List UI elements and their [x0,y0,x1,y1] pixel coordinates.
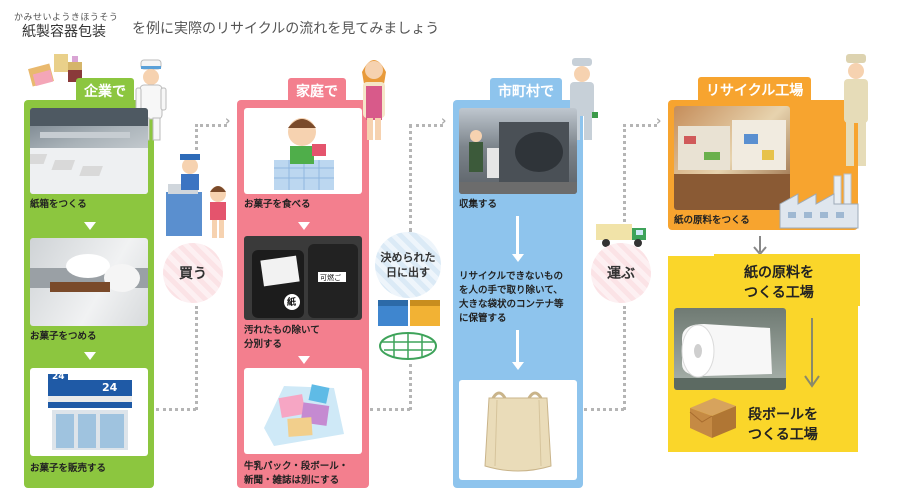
down-arrow [298,356,310,364]
company-step-1: 紙箱をつくる [30,199,87,210]
store-sign-number: 24 [52,372,65,382]
connector-dots [623,124,657,127]
paper-bales-photo [674,106,790,210]
dispose-label-line1: 決められた [380,251,436,264]
down-arrow-gray [802,318,822,390]
connector-dots [623,124,626,222]
paper-factory-title-line1: 紙の原料を [744,265,814,281]
dispose-label-line2: 日に出す [386,266,430,279]
connector-dots [195,124,198,150]
buy-label: 買う [179,266,207,282]
store-sign-number-main: 24 [102,381,118,394]
shopping-scene-icon [166,150,236,242]
down-arrow [298,222,310,230]
sweets-box-icon [28,50,88,90]
city-note-2: を人の手で取り除いて、 [459,285,563,296]
connector-dots [409,124,412,232]
paper-bin-mark: 紙 [287,298,297,308]
convenience-store-icon: 24 24 [30,368,148,456]
paper-factory-title-panel [714,254,860,306]
chevron-right-icon: › [225,114,231,129]
company-label: 企業で [76,78,134,104]
connector-dots [409,364,412,410]
packing-photo [30,238,148,326]
home-step-3b: 新聞・雑誌は別にする [244,475,340,486]
dispose-circle: 決められた 日に出す [375,232,441,298]
connector-dots [195,124,227,127]
home-step-2b: 分別する [244,339,283,350]
burnable-bin-label: 可燃ご [320,274,341,282]
page-title: を例に実際のリサイクルの流れを見てみましょう [132,21,440,37]
page-title-keyword: 紙製容器包装 [22,24,106,40]
cardboard-factory-line2: つくる工場 [748,427,818,443]
home-step-1: お菓子を食べる [244,199,311,210]
down-arrow [84,352,96,360]
home-step-3a: 牛乳パック・段ボール・ [244,461,349,472]
city-label: 市町村で [490,78,562,104]
down-arrow [84,222,96,230]
recycle-factory-label: リサイクル工場 [698,77,812,103]
cardboard-factory-line1: 段ボールを [748,407,818,423]
title-ruby: かみせいようきほうそう [14,13,119,23]
down-arrow-gray [752,236,768,256]
home-label: 家庭で [288,78,346,104]
chevron-right-icon: › [656,114,662,129]
paper-roll-photo [674,308,786,390]
down-arrow [512,362,524,370]
trash-bins-photo: 紙 可燃ご [244,236,362,320]
cardboard-box-icon [686,392,740,440]
truck-icon [596,222,650,248]
paper-factory-title-line2: つくる工場 [744,285,814,301]
connector-dots [623,306,626,410]
connector-dots [156,408,196,411]
connector-dots [195,306,198,410]
homemaker-icon [354,50,394,144]
carry-label: 運ぶ [607,266,635,282]
carry-circle: 運ぶ [591,243,651,303]
connector-dots [584,408,624,411]
flow-line [516,216,519,256]
city-note-3: 大きな袋状のコンテナ等 [459,299,564,310]
factory-worker-icon [132,58,170,144]
city-step-1: 収集する [459,199,498,210]
company-step-3: お菓子を販売する [30,463,107,474]
connector-dots [409,124,443,127]
company-step-2: お菓子をつめる [30,331,97,342]
buy-circle: 買う [163,243,223,303]
recycle-factory-step: 紙の原料をつくる [674,215,750,226]
eating-sweets-illustration [244,108,362,194]
home-step-2a: 汚れたもの除いて [244,325,320,336]
sorted-paper-illustration [244,368,362,454]
box-making-photo [30,108,148,194]
connector-dots [370,408,410,411]
bulk-container-bag-icon [459,380,577,480]
city-note-1: リサイクルできないもの [459,271,564,282]
down-arrow [512,254,524,262]
collection-photo [459,108,577,194]
factory-building-icon [778,172,860,230]
flow-line [516,330,519,364]
chevron-right-icon: › [441,114,447,129]
collection-crates-icon [374,296,444,362]
city-note-4: に保管する [459,313,507,324]
factory-worker-icon [836,52,876,170]
